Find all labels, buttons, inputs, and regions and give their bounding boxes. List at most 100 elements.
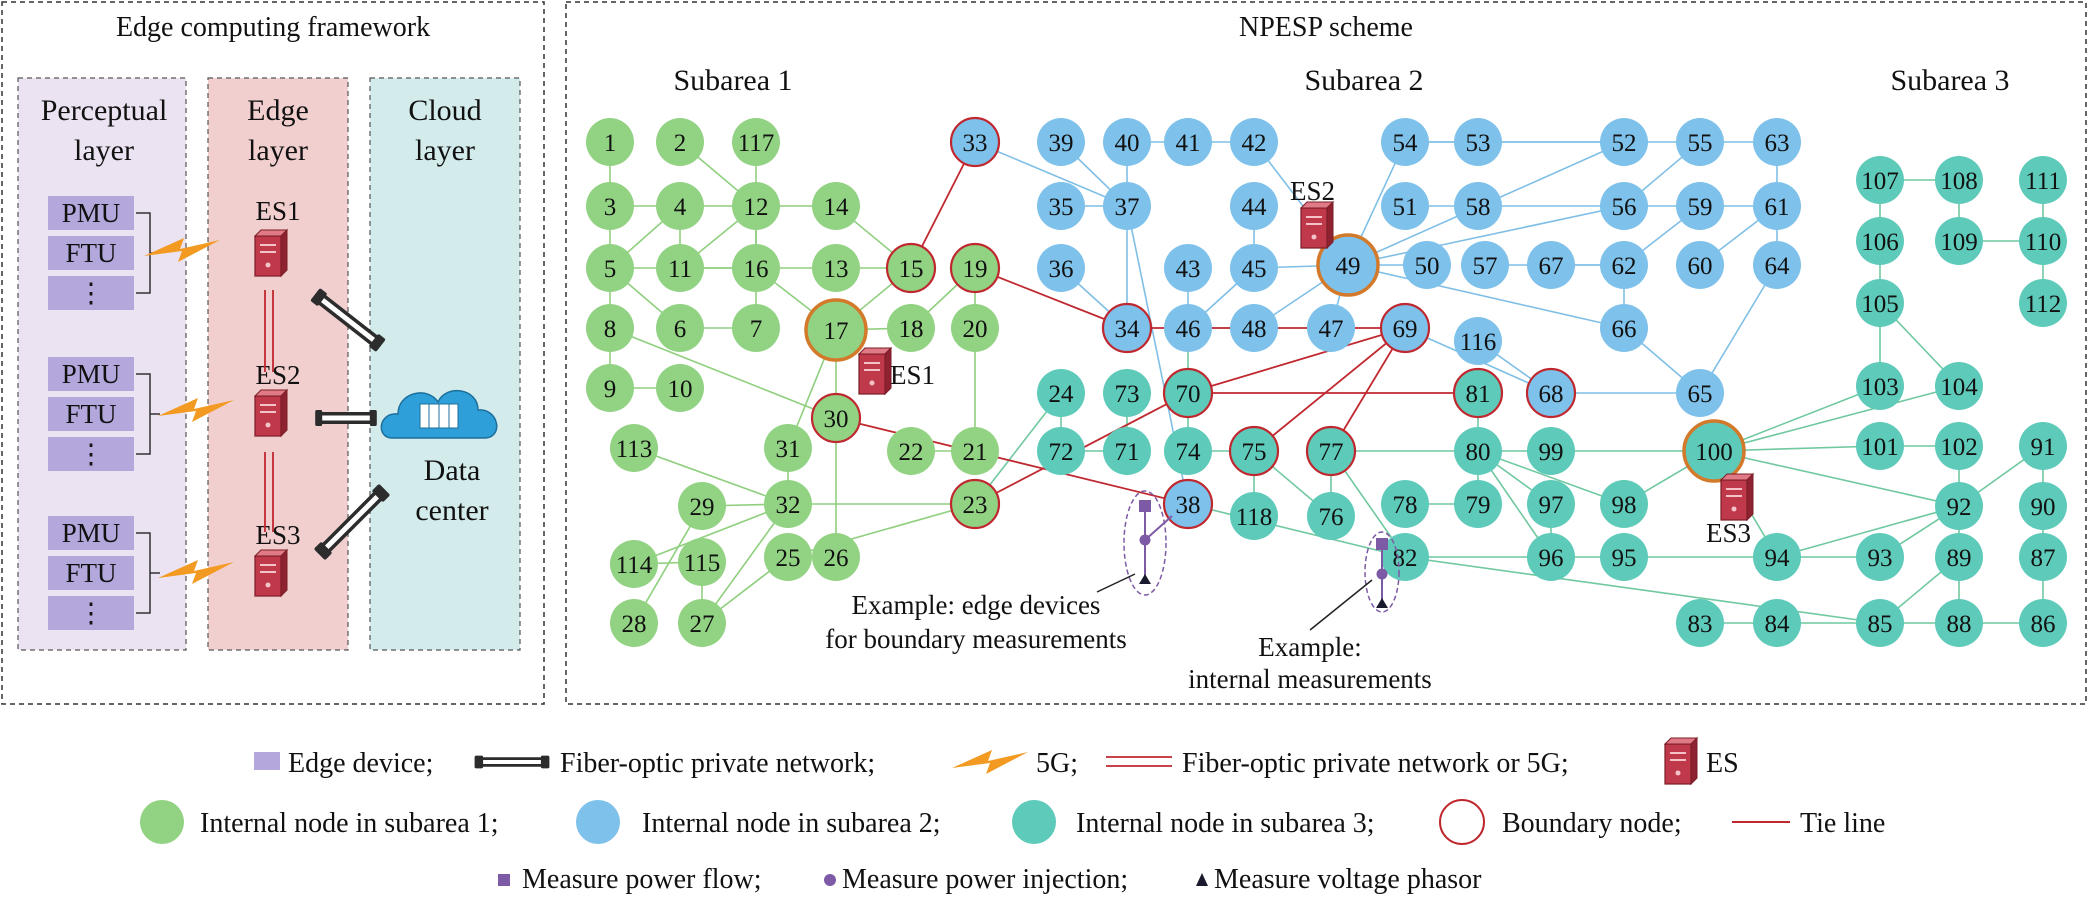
legend: Edge device; Fiber-optic private network…: [140, 737, 1885, 895]
node-label: 118: [1236, 504, 1273, 531]
node-label: 84: [1765, 611, 1791, 638]
node-70: 70: [1162, 367, 1214, 419]
node-106: 106: [1856, 217, 1904, 265]
es3-scheme-server-icon: [1720, 473, 1754, 521]
node-117: 117: [732, 118, 780, 166]
node-label: 71: [1115, 439, 1140, 466]
legend-fiber: Fiber-optic private network;: [560, 748, 875, 779]
device-bracket: [136, 532, 160, 614]
node-label: 47: [1319, 316, 1344, 343]
legend-boundary-swatch: [1439, 799, 1485, 845]
node-43: 43: [1164, 244, 1212, 292]
node-34: 34: [1101, 302, 1153, 354]
legend-server: ES: [1706, 748, 1739, 779]
data-center-label-1: Data: [424, 454, 481, 487]
node-label: 100: [1695, 439, 1733, 466]
device-bracket: [136, 373, 160, 455]
node-label: 29: [690, 494, 715, 521]
example-internal-line-1: Example:: [1258, 632, 1361, 662]
node-44: 44: [1230, 182, 1278, 230]
node-label: 94: [1765, 545, 1791, 572]
node-47: 47: [1307, 304, 1355, 352]
cloud-layer-label-1: Cloud: [408, 94, 481, 127]
edge-32-27: [701, 503, 789, 624]
node-label: 41: [1176, 130, 1201, 157]
edge-49-56: [1347, 205, 1625, 266]
node-label: 72: [1049, 439, 1074, 466]
node-label: 56: [1612, 194, 1637, 221]
edge-device-1-2: [48, 236, 134, 270]
node-68: 68: [1525, 367, 1577, 419]
edge-device-label: ⋮: [78, 439, 105, 469]
edge-80-98: [1477, 450, 1625, 505]
node-89: 89: [1935, 533, 1983, 581]
legend-triangle-swatch: [1196, 873, 1208, 886]
node-label: 44: [1242, 194, 1268, 221]
node-112: 112: [2019, 279, 2067, 327]
node-31: 31: [764, 424, 812, 472]
framework-title: Edge computing framework: [116, 12, 430, 43]
node-83: 83: [1676, 599, 1724, 647]
edge-device-2-2: [48, 397, 134, 431]
node-label: 4: [674, 194, 687, 221]
node-label: 70: [1176, 381, 1201, 408]
node-label: 54: [1393, 130, 1419, 157]
node-label: 101: [1861, 434, 1899, 461]
legend-boundary: Boundary node;: [1502, 808, 1682, 839]
es1-label: ES1: [255, 196, 300, 226]
node-79: 79: [1454, 480, 1502, 528]
fiber-link-2: [315, 410, 377, 426]
node-label: 22: [899, 439, 924, 466]
node-80: 80: [1454, 427, 1502, 475]
framework-border: [1, 1, 545, 705]
node-label: 12: [744, 194, 769, 221]
node-75: 75: [1228, 425, 1280, 477]
data-center-icon: [380, 389, 498, 439]
node-87: 87: [2019, 533, 2067, 581]
node-65: 65: [1676, 369, 1724, 417]
edge-layer-label-2: layer: [248, 134, 308, 167]
node-label: 13: [824, 256, 849, 283]
edge-92-94: [1776, 505, 1960, 558]
node-label: 15: [899, 256, 924, 283]
node-25: 25: [764, 533, 812, 581]
node-18: 18: [887, 304, 935, 352]
node-67: 67: [1527, 241, 1575, 289]
legend-area3-swatch: [1012, 800, 1056, 844]
node-label: 24: [1049, 381, 1075, 408]
node-19: 19: [949, 242, 1001, 294]
edge-device-3-3: [48, 596, 134, 630]
node-33: 33: [949, 116, 1001, 168]
node-label: 39: [1049, 130, 1074, 157]
node-label: 103: [1861, 374, 1899, 401]
node-label: 37: [1115, 194, 1140, 221]
node-99: 99: [1527, 427, 1575, 475]
node-label: 60: [1688, 253, 1713, 280]
node-86: 86: [2019, 599, 2067, 647]
node-85: 85: [1856, 599, 1904, 647]
node-93: 93: [1856, 533, 1904, 581]
node-107: 107: [1856, 156, 1904, 204]
node-label: 42: [1242, 130, 1267, 157]
edge-100-92: [1713, 450, 1960, 507]
node-94: 94: [1753, 533, 1801, 581]
node-26: 26: [812, 533, 860, 581]
node-label: 49: [1336, 253, 1361, 280]
edge-33-37: [974, 141, 1128, 207]
node-label: 53: [1466, 130, 1491, 157]
node-92: 92: [1935, 482, 1983, 530]
subarea-3-label: Subarea 3: [1890, 64, 2009, 97]
node-97: 97: [1527, 480, 1575, 528]
node-23: 23: [949, 478, 1001, 530]
node-3: 3: [586, 182, 634, 230]
node-label: 61: [1765, 194, 1790, 221]
node-label: 30: [824, 406, 849, 433]
node-label: 63: [1765, 130, 1790, 157]
edge-32-114: [633, 503, 789, 565]
node-51: 51: [1381, 182, 1429, 230]
node-label: 108: [1940, 168, 1978, 195]
node-label: 28: [622, 611, 647, 638]
node-24: 24: [1037, 369, 1085, 417]
es3-scheme-label: ES3: [1706, 518, 1751, 548]
node-label: 62: [1612, 253, 1637, 280]
